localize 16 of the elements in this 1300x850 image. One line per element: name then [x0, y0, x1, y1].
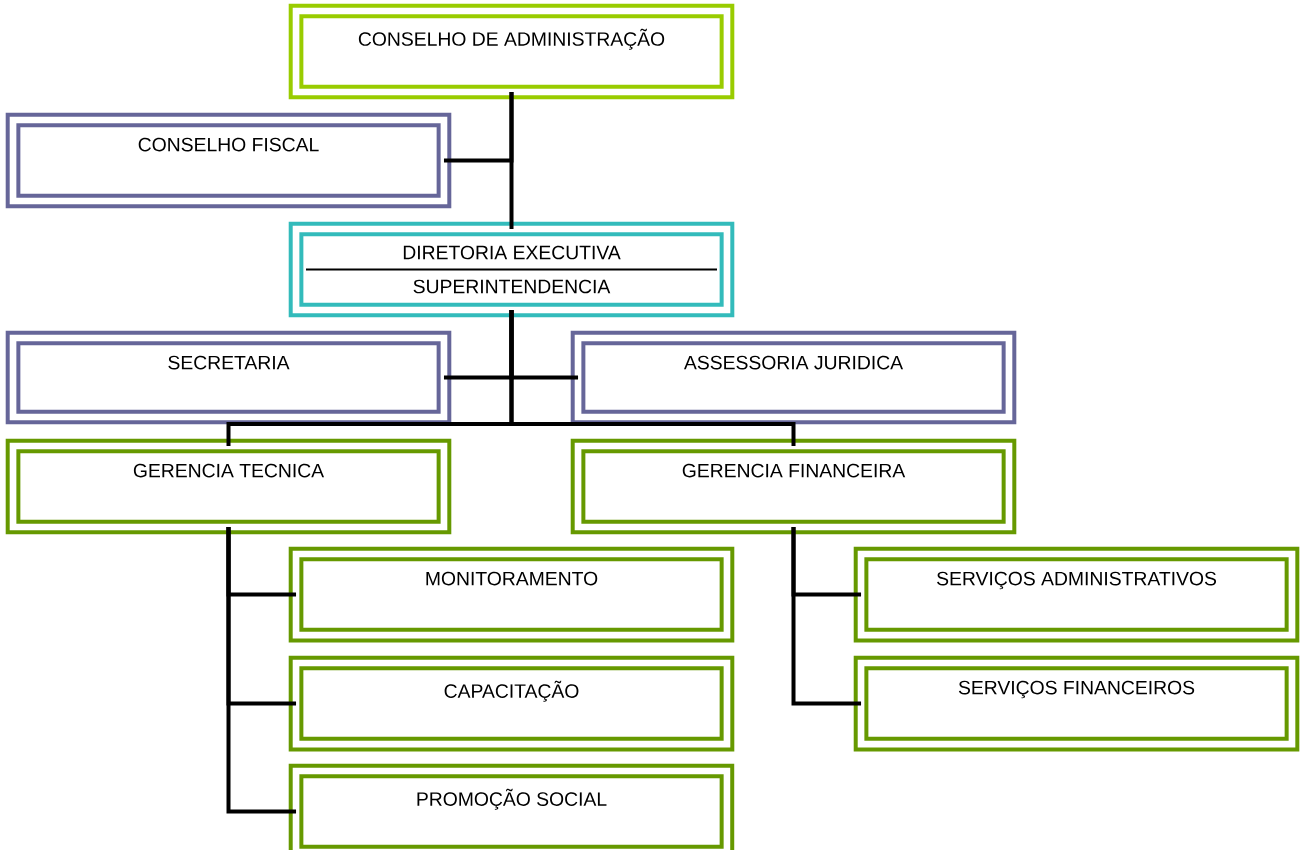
connector-line	[509, 310, 796, 446]
org-box: GERENCIA TECNICA	[5, 438, 452, 535]
connector-line	[791, 527, 862, 706]
org-box: MONITORAMENTO	[288, 546, 735, 643]
connector-line	[443, 92, 514, 163]
org-box: PROMOÇÃO SOCIAL	[288, 763, 735, 850]
connector-line	[226, 527, 297, 814]
org-box: GERENCIA FINANCEIRA	[570, 438, 1017, 535]
org-box: CAPACITAÇÃO	[288, 655, 735, 752]
org-box: CONSELHO DE ADMINISTRAÇÃO	[288, 3, 735, 100]
org-box: SECRETARIA	[5, 330, 452, 425]
org-box: SERVIÇOS ADMINISTRATIVOS	[853, 546, 1300, 643]
org-box: ASSESSORIA JURIDICA	[570, 330, 1017, 425]
org-box: DIRETORIA EXECUTIVA SUPERINTENDENCIA	[288, 221, 735, 318]
org-box: CONSELHO FISCAL	[5, 112, 452, 209]
org-box: SERVIÇOS FINANCEIROS	[853, 655, 1300, 752]
